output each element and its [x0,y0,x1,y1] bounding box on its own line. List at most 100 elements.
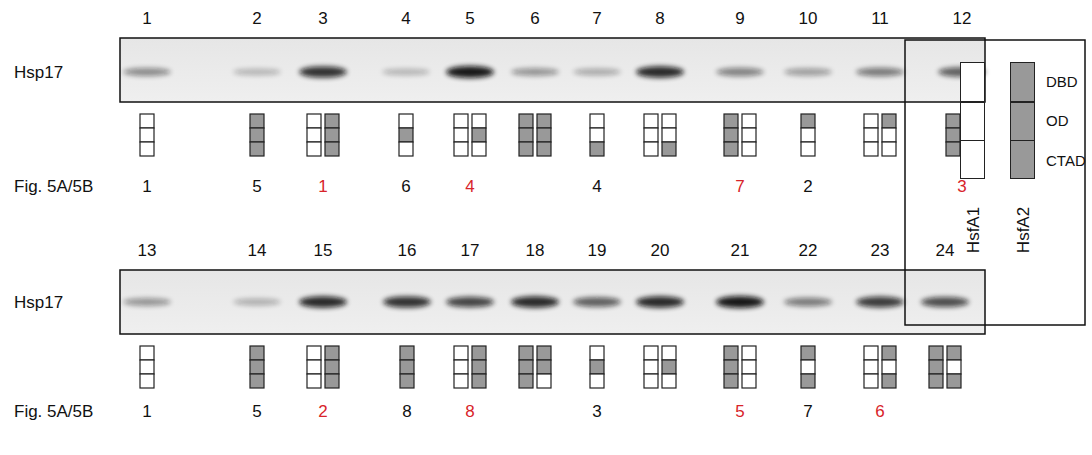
domain-cell [400,346,414,360]
domain-cell [400,374,414,388]
protein-band [383,296,431,307]
domain-cell [644,346,658,360]
domain-cell [519,114,533,128]
domain-cell [472,346,486,360]
domain-divider [1011,140,1034,142]
domain-cell [742,360,756,374]
lane-number: 24 [936,242,955,259]
domain-cell [537,360,551,374]
domain-cell [519,128,533,142]
lane-number: 21 [731,242,750,259]
domain-cell [801,114,815,128]
protein-band [233,69,281,76]
protein-band [446,297,494,308]
domain-cell [801,346,815,360]
lane-number: 19 [588,242,607,259]
domain-cell [325,346,339,360]
legend-swatch [1010,62,1035,179]
protein-band [382,69,430,76]
lane-number: 17 [461,242,480,259]
domain-cell [325,114,339,128]
figure-panel-number: 8 [465,403,474,420]
domain-cell [307,114,321,128]
figure-panel-number: 6 [401,178,410,195]
domain-cell [399,128,413,142]
lane-number: 22 [799,242,818,259]
domain-cell [947,360,961,374]
domain-cell [644,128,658,142]
protein-band [716,296,764,308]
domain-cell [929,346,943,360]
domain-cell [590,374,604,388]
domain-cell [724,360,738,374]
domain-cell [644,114,658,128]
domain-cell [250,114,264,128]
legend-frame [905,40,1085,325]
domain-cell [724,142,738,156]
lane-number: 8 [655,10,664,27]
domain-cell [882,142,896,156]
lane-number: 5 [465,10,474,27]
domain-cell [140,360,154,374]
lane-number: 11 [871,10,889,27]
domain-cell [140,346,154,360]
domain-label: DBD [1046,74,1078,89]
domain-cell [250,128,264,142]
lane-number: 10 [799,10,818,27]
blot-panel [120,38,985,102]
domain-cell [250,346,264,360]
domain-cell [662,360,676,374]
domain-cell [801,142,815,156]
protein-band [446,66,494,78]
figure-panel-number: 4 [592,178,601,195]
domain-cell [590,142,604,156]
protein-band [856,68,904,77]
protein-band [636,296,684,307]
protein-band [123,298,171,306]
figure-panel-number: 8 [402,403,411,420]
protein-band [511,68,559,76]
domain-cell [644,374,658,388]
domain-cell [325,142,339,156]
domain-cell [929,374,943,388]
protein-band [573,68,621,75]
domain-cell [519,346,533,360]
domain-cell [801,360,815,374]
figure-panel-number: 3 [957,178,966,195]
legend-swatch [960,62,985,179]
protein-band [233,299,281,306]
lane-number: 20 [651,242,670,259]
figure-panel-number: 7 [735,178,744,195]
figure-panel-number: 1 [318,178,327,195]
domain-cell [590,346,604,360]
figure-panel-number: 2 [318,403,327,420]
domain-cell [325,374,339,388]
domain-cell [724,128,738,142]
protein-band [299,296,347,307]
figure-panel-number: 4 [465,178,474,195]
domain-cell [250,374,264,388]
domain-cell [399,114,413,128]
domain-cell [250,360,264,374]
protein-band [299,66,347,77]
domain-cell [882,360,896,374]
domain-divider [1011,101,1034,103]
domain-cell [519,142,533,156]
protein-band [716,68,764,76]
domain-cell [250,142,264,156]
figure-panel-number: 5 [252,178,261,195]
domain-cell [644,360,658,374]
lane-number: 9 [735,10,744,27]
domain-cell [325,360,339,374]
domain-divider [961,140,984,142]
figure-panel-number: 5 [252,403,261,420]
domain-cell [929,360,943,374]
domain-cell [454,114,468,128]
protein-band [856,297,904,308]
domain-cell [662,142,676,156]
domain-cell [519,374,533,388]
domain-cell [472,360,486,374]
figure-panel-number: 1 [142,403,151,420]
antibody-label: Hsp17 [14,64,63,81]
